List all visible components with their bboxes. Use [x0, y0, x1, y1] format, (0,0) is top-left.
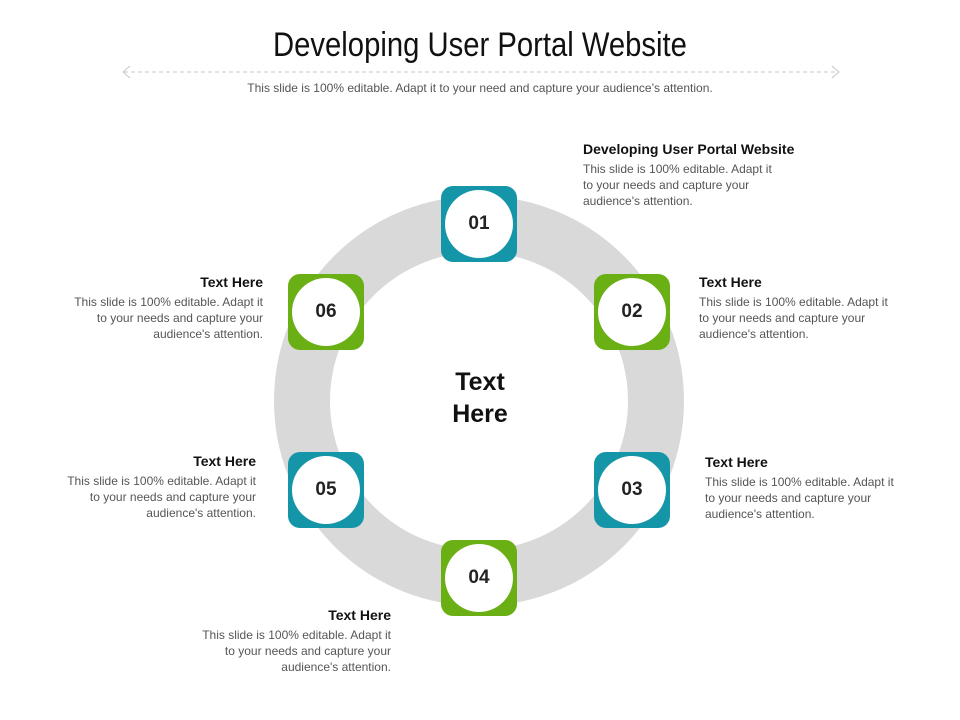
- step-label-03: Text Here This slide is 100% editable. A…: [705, 454, 925, 522]
- slide-title: Developing User Portal Website: [273, 26, 687, 64]
- step-label-02: Text Here This slide is 100% editable. A…: [699, 274, 919, 342]
- step-body-05: This slide is 100% editable. Adapt it to…: [67, 474, 256, 520]
- center-text-line1: Text: [455, 368, 505, 396]
- step-node-05: 05: [288, 452, 364, 528]
- step-heading-04: Text Here: [328, 607, 391, 623]
- step-body-03: This slide is 100% editable. Adapt it to…: [705, 475, 894, 521]
- step-node-01: 01: [441, 186, 517, 262]
- step-heading-02: Text Here: [699, 274, 762, 290]
- step-number-02: 02: [598, 278, 666, 346]
- title-divider: [122, 65, 840, 79]
- step-heading-01: Developing User Portal Website: [583, 141, 795, 157]
- step-number-05: 05: [292, 456, 360, 524]
- center-text: Text Here: [420, 366, 540, 430]
- center-text-line2: Here: [452, 400, 508, 428]
- step-heading-06: Text Here: [200, 274, 263, 290]
- step-node-06: 06: [288, 274, 364, 350]
- step-heading-05: Text Here: [193, 453, 256, 469]
- step-node-02: 02: [594, 274, 670, 350]
- step-body-06: This slide is 100% editable. Adapt it to…: [74, 295, 263, 341]
- step-label-05: Text Here This slide is 100% editable. A…: [36, 453, 256, 521]
- step-body-04: This slide is 100% editable. Adapt it to…: [202, 628, 391, 674]
- step-heading-03: Text Here: [705, 454, 768, 470]
- slide-subtitle: This slide is 100% editable. Adapt it to…: [247, 81, 713, 95]
- step-number-01: 01: [445, 190, 513, 258]
- step-number-04: 04: [445, 544, 513, 612]
- step-label-06: Text Here This slide is 100% editable. A…: [43, 274, 263, 342]
- step-body-02: This slide is 100% editable. Adapt it to…: [699, 295, 888, 341]
- step-number-03: 03: [598, 456, 666, 524]
- step-node-04: 04: [441, 540, 517, 616]
- step-label-04: Text Here This slide is 100% editable. A…: [171, 607, 391, 675]
- step-number-06: 06: [292, 278, 360, 346]
- step-label-01: Developing User Portal Website This slid…: [583, 141, 843, 209]
- step-body-01: This slide is 100% editable. Adapt it to…: [583, 162, 772, 208]
- step-node-03: 03: [594, 452, 670, 528]
